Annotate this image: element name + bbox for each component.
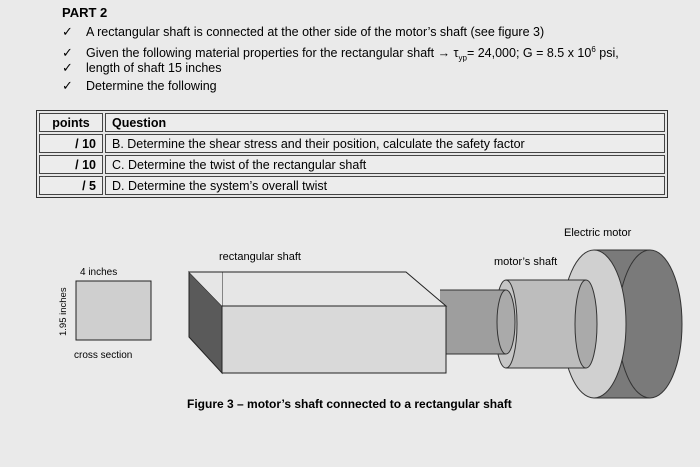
check-icon: ✓ — [62, 60, 73, 75]
rect-shaft-front — [221, 305, 447, 374]
exponent: 6 — [591, 45, 596, 54]
check-icon: ✓ — [62, 45, 73, 61]
bullet-text: Determine the following — [86, 79, 217, 93]
bullet-item: ✓ A rectangular shaft is connected at the… — [62, 23, 619, 41]
bullet-text-post: psi, — [595, 46, 619, 61]
shaft-collar — [506, 280, 586, 368]
check-icon: ✓ — [62, 78, 73, 93]
table-row: / 10 C. Determine the twist of the recta… — [39, 155, 665, 174]
rectangular-shaft-label: rectangular shaft — [219, 251, 301, 263]
motor-back — [617, 249, 683, 399]
question-cell: C. Determine the twist of the rectangula… — [105, 155, 665, 174]
electric-motor-label: Electric motor — [564, 227, 632, 239]
figure-caption: Figure 3 – motor’s shaft connected to a … — [187, 397, 512, 411]
points-header: points — [39, 113, 103, 132]
part-title: PART 2 — [62, 5, 108, 20]
cross-section-width-label: 4 inches — [80, 267, 117, 278]
bullet-text-mid: = 24,000; G = 8.5 x 10 — [466, 46, 592, 61]
table-header-row: points Question — [39, 113, 665, 132]
motor-shaft — [440, 290, 506, 354]
points-cell: / 10 — [39, 155, 103, 174]
tau-subscript: yp — [458, 53, 467, 63]
cross-section-height-label: 1.95 inches — [58, 287, 69, 336]
bullet-list: ✓ A rectangular shaft is connected at the… — [62, 23, 619, 95]
points-cell: / 10 — [39, 134, 103, 153]
bullet-item: ✓ Given the following material properties… — [62, 41, 619, 63]
bullet-item: ✓ length of shaft 15 inches — [62, 59, 619, 77]
table-row: / 5 D. Determine the system’s overall tw… — [39, 176, 665, 195]
check-icon: ✓ — [62, 24, 73, 39]
motor-shaft-label: motor’s shaft — [494, 256, 557, 268]
points-cell: / 5 — [39, 176, 103, 195]
cross-section-rect — [75, 280, 152, 341]
question-header: Question — [105, 113, 665, 132]
cross-section-caption: cross section — [74, 350, 132, 361]
table-row: / 10 B. Determine the shear stress and t… — [39, 134, 665, 153]
bullet-text: A rectangular shaft is connected at the … — [86, 25, 545, 39]
points-table: points Question / 10 B. Determine the sh… — [36, 110, 668, 198]
bullet-text: length of shaft 15 inches — [86, 61, 222, 75]
question-cell: D. Determine the system’s overall twist — [105, 176, 665, 195]
rect-shaft-top — [221, 271, 448, 307]
question-cell: B. Determine the shear stress and their … — [105, 134, 665, 153]
bullet-text: Given the following material properties … — [86, 46, 459, 61]
bullet-item: ✓ Determine the following — [62, 77, 619, 95]
